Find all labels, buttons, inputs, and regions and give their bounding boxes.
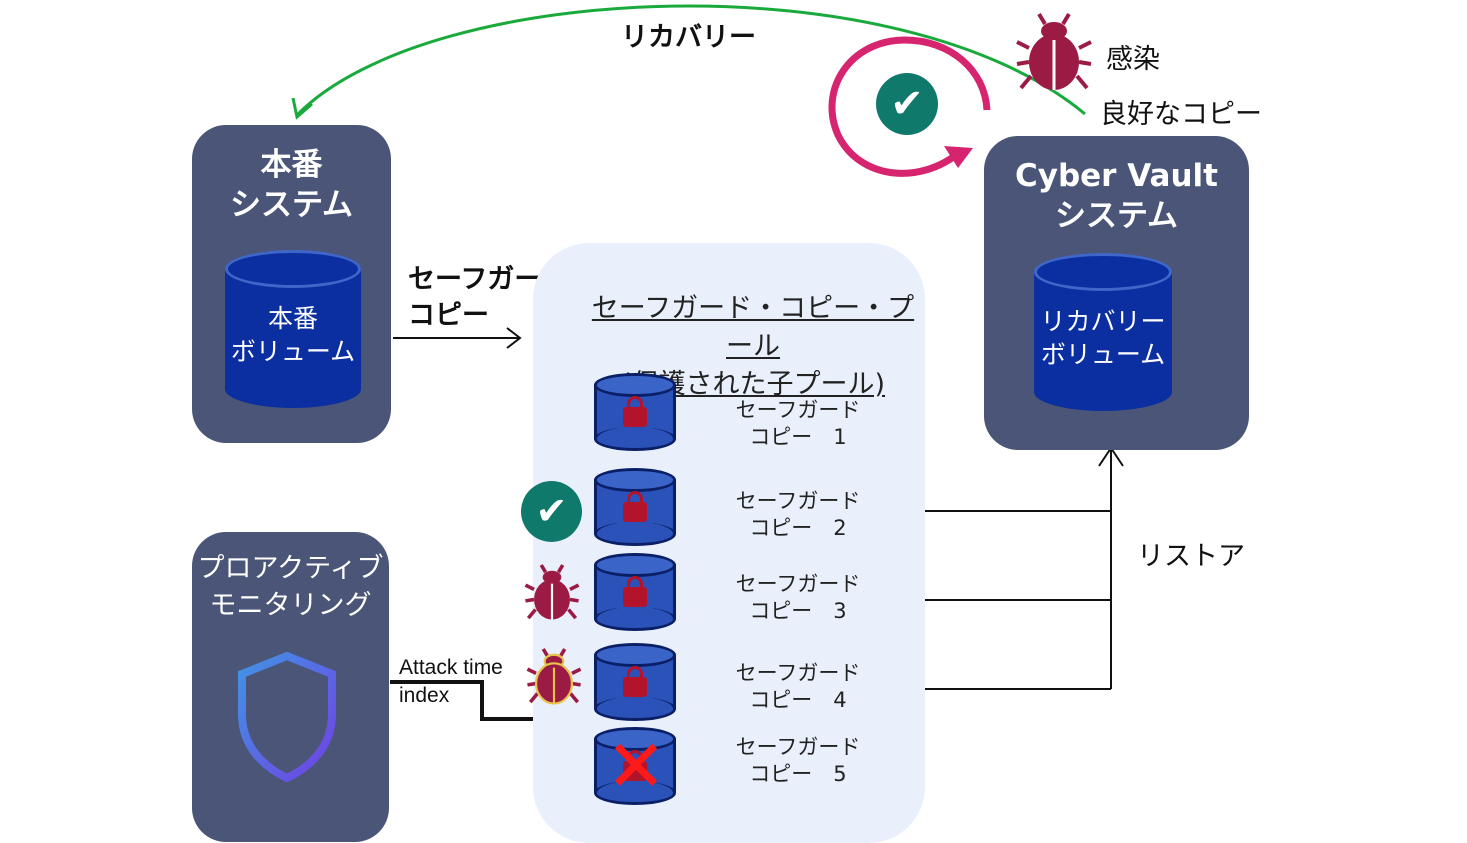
monitoring-title: プロアクティブ モニタリング [197,553,384,621]
check-icon: ✔ [521,481,582,542]
infected-label: 感染 [1106,44,1160,75]
safeguard-copy-cylinder [594,553,676,631]
safeguard-copy-label-4: セーフガード コピー 4 [735,661,861,712]
safeguard-copy-cylinder [594,373,676,451]
safeguard-copy-cylinder [594,643,676,721]
safeguard-copy-label-5: セーフガード コピー 5 [735,735,861,786]
good-copy-label: 良好なコピー [1100,99,1262,130]
production-system-box: 本番 システム 本番 ボリューム [192,125,391,443]
recovery-label: リカバリー [621,22,756,53]
lock-icon [623,750,647,781]
safeguard-copy-label-3: セーフガード コピー 3 [735,572,861,623]
safeguard-copy-cylinder [594,727,676,805]
lock-icon [623,666,647,697]
check-icon: ✔ [876,73,938,135]
recovery-volume-cylinder: リカバリー ボリューム [1034,253,1172,411]
production-system-title: 本番 システム [229,147,354,223]
x-mark-icon: ✕ [605,724,667,808]
pool-title: セーフガード・コピー・プール (保護された子プール) [591,293,915,400]
shield-icon [238,652,336,782]
safeguard-copy-cylinder [594,468,676,546]
bug-icon [1016,12,1092,90]
lock-icon [623,396,647,427]
production-volume-label: 本番 ボリューム [230,304,356,366]
lock-icon [623,491,647,522]
cyber-vault-system-box: Cyber Vault システム リカバリー ボリューム [984,136,1249,450]
safeguard-copy-label-2: セーフガード コピー 2 [735,489,861,540]
bug-icon [526,648,582,705]
restore-label: リストア [1137,541,1245,572]
safeguard-copy-label-1: セーフガード コピー 1 [735,398,861,449]
proactive-monitoring-box: プロアクティブ モニタリング [192,532,389,842]
recovery-volume-label: リカバリー ボリューム [1040,307,1166,369]
attack-time-index-label: Attack time index [399,656,503,707]
bug-icon [524,564,580,620]
cyber-vault-title: Cyber Vault システム [1015,158,1218,234]
production-volume-cylinder: 本番 ボリューム [225,250,361,408]
lock-icon [623,576,647,607]
